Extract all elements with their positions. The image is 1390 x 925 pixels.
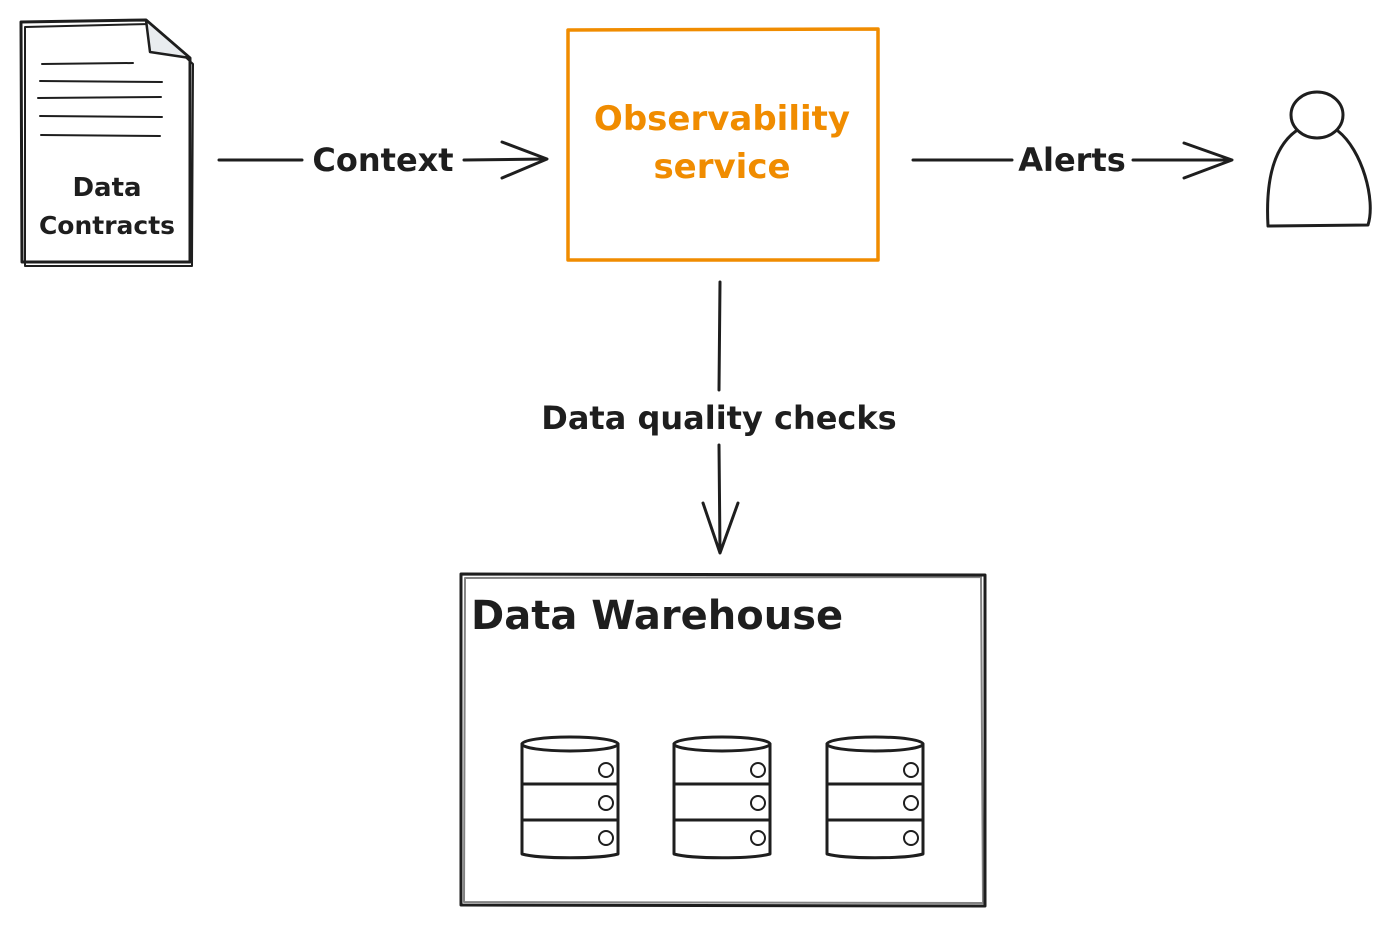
data-warehouse-node: Data Warehouse <box>459 572 987 908</box>
data-contracts-label-line2: Contracts <box>39 211 175 240</box>
data-contracts-node: Data Contracts <box>19 18 194 267</box>
data-quality-checks-arrow: Data quality checks <box>541 280 897 555</box>
observability-service-node: Observability service <box>566 27 880 262</box>
data-warehouse-title: Data Warehouse <box>471 593 843 639</box>
context-label: Context <box>312 141 453 179</box>
data-quality-checks-label: Data quality checks <box>541 399 896 437</box>
user-icon <box>1266 90 1372 228</box>
database-icon <box>825 735 925 860</box>
database-icon <box>520 735 620 860</box>
document-icon <box>19 18 194 267</box>
observability-service-label-line2: service <box>653 147 790 187</box>
alerts-arrow: Alerts <box>911 141 1234 180</box>
context-arrow: Context <box>217 140 549 180</box>
data-contracts-label-line1: Data <box>72 173 141 203</box>
database-icon <box>672 735 772 860</box>
observability-service-label-line1: Observability <box>594 99 850 139</box>
alerts-label: Alerts <box>1018 141 1126 179</box>
